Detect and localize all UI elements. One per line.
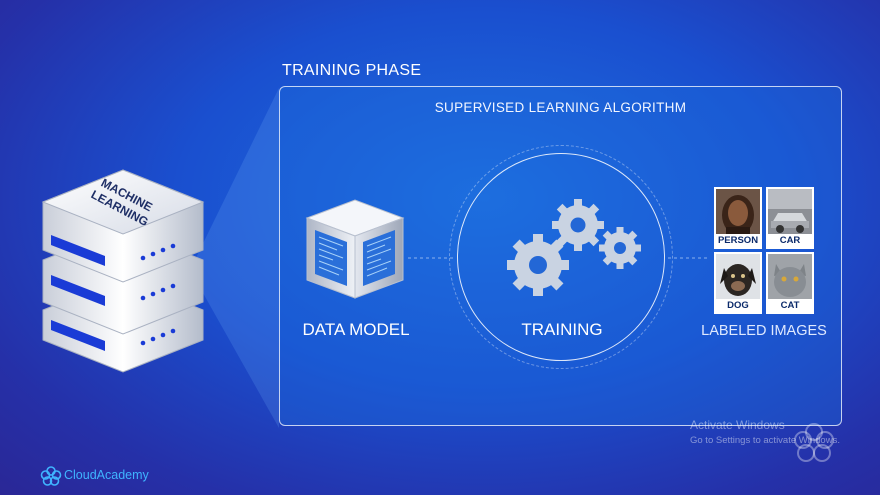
training-circle (457, 153, 665, 361)
machine-learning-server-icon: MACHINE LEARNING (41, 169, 205, 373)
labeled-images-label: LABELED IMAGES (701, 323, 827, 339)
image-label-car: CAR (768, 234, 812, 247)
image-cat: CAT (766, 252, 814, 314)
image-label-cat: CAT (768, 299, 812, 312)
phase-title: TRAINING PHASE (282, 62, 422, 79)
training-circle-outer (449, 145, 673, 369)
algorithm-title: SUPERVISED LEARNING ALGORITHM (434, 100, 687, 115)
data-model-cube-icon (305, 199, 405, 299)
person-photo (716, 189, 760, 236)
car-photo (768, 189, 812, 236)
activate-windows-subtitle: Go to Settings to activate Windows. (690, 435, 840, 446)
cat-photo (768, 254, 812, 301)
image-dog: DOG (714, 252, 762, 314)
gears-icon (507, 199, 641, 296)
cloudacademy-logo-icon (40, 466, 62, 486)
image-label-person: PERSON (716, 234, 760, 247)
brand-name: CloudAcademy (64, 468, 149, 482)
data-model-label: DATA MODEL (302, 320, 410, 339)
image-car: CAR (766, 187, 814, 249)
dog-photo (716, 254, 760, 301)
image-label-dog: DOG (716, 299, 760, 312)
activate-windows-title: Activate Windows (690, 418, 785, 432)
image-person: PERSON (714, 187, 762, 249)
training-label: TRAINING (521, 320, 603, 339)
watermark-flower-icon (794, 423, 834, 462)
